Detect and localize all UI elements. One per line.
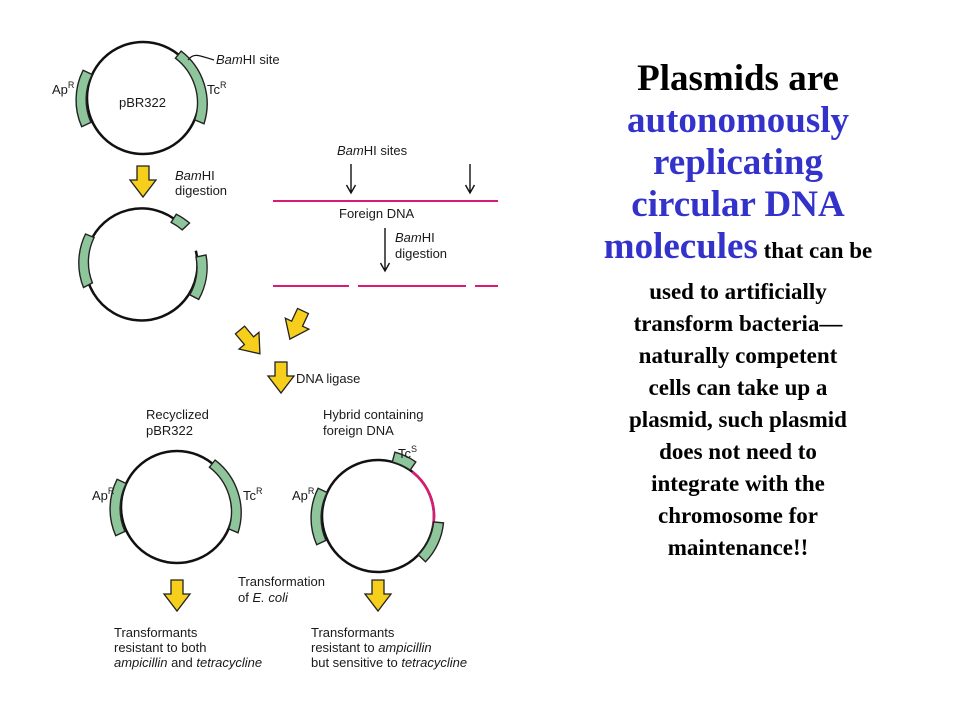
- heading-line-4: circular DNA: [631, 184, 845, 225]
- body-line-7: integrate with the: [651, 471, 825, 496]
- bamhi-site-leader: [187, 54, 215, 61]
- recyclized-tc-marker: [208, 459, 242, 534]
- foreign-digestion-label: BamHI: [395, 230, 435, 245]
- recyclized-label-2: pBR322: [146, 423, 193, 438]
- hybrid-label-1: Hybrid containing: [323, 407, 423, 422]
- foreign-digestion-arrow: [379, 228, 391, 273]
- transformation-arrow-right: [364, 579, 392, 612]
- hybrid-foreign-insert: [411, 470, 436, 527]
- transformation-arrow-left: [163, 579, 191, 612]
- foreign-dna-panel: BamHI sites Foreign DNA BamHI digestion: [273, 143, 498, 287]
- recyclized-ap-marker: [109, 478, 128, 537]
- result-right-line-2: resistant to ampicillin: [311, 640, 432, 655]
- plasmid-cloning-diagram: pBR322 ApR TcR BamHI site BamHI digestio…: [52, 40, 498, 670]
- foreign-digestion-label-2: digestion: [395, 246, 447, 261]
- foreign-dna-label: Foreign DNA: [339, 206, 414, 221]
- heading-line-5: molecules that can be: [532, 226, 944, 276]
- body-line-2: transform bacteria—: [633, 311, 843, 336]
- transformation-label-2: of E. coli: [238, 590, 289, 605]
- body-line-1: used to artificially: [649, 279, 827, 304]
- hybrid-tc-marker-b: [417, 521, 445, 563]
- hybrid-ap-marker: [310, 487, 329, 546]
- pbr322-plasmid: pBR322 ApR TcR BamHI site: [52, 40, 280, 156]
- pbr322-tc-label: TcR: [207, 80, 227, 97]
- explanation-text: Plasmids are autonomously replicating ci…: [532, 58, 944, 564]
- hybrid-plasmid: Hybrid containing foreign DNA ApR TcS: [292, 407, 445, 574]
- hybrid-tc-label: TcS: [398, 444, 417, 461]
- hybrid-label-2: foreign DNA: [323, 423, 394, 438]
- body-line-3: naturally competent: [638, 343, 838, 368]
- dna-ligase-label: DNA ligase: [296, 371, 360, 386]
- merge-arrow-right: [277, 304, 316, 346]
- heading-line-2: autonomously: [626, 100, 850, 141]
- digestion-arrow-plasmid: [129, 165, 157, 198]
- pbr322-ap-label: ApR: [52, 80, 75, 97]
- transformation-label-1: Transformation: [238, 574, 325, 589]
- result-right-line-1: Transformants: [311, 625, 395, 640]
- result-left-line-1: Transformants: [114, 625, 198, 640]
- recyclized-ap-label: ApR: [92, 486, 115, 503]
- heading-line-5-large: molecules: [603, 226, 758, 267]
- bamhi-site-arrow-right: [464, 164, 476, 195]
- body-line-9: maintenance!!: [667, 535, 809, 560]
- result-left-line-2: resistant to both: [114, 640, 207, 655]
- linearized-backbone: [84, 207, 199, 322]
- body-line-6: does not need to: [659, 439, 817, 464]
- ligase-arrow: [267, 361, 295, 394]
- plasmid-digestion-label-2: digestion: [175, 183, 227, 198]
- hybrid-ap-label: ApR: [292, 486, 315, 503]
- bamhi-site-arrow-left: [345, 164, 357, 195]
- bamhi-sites-label: BamHI sites: [337, 143, 408, 158]
- hybrid-tc-marker-a: [391, 451, 417, 472]
- body-line-5: plasmid, such plasmid: [629, 407, 847, 432]
- pbr322-tc-marker: [174, 50, 208, 125]
- result-left: Transformants resistant to both ampicill…: [114, 625, 262, 670]
- body-line-4: cells can take up a: [648, 375, 828, 400]
- bamhi-site-label: BamHI site: [216, 52, 280, 67]
- linearized-ap-marker: [78, 233, 96, 289]
- linearized-plasmid: [78, 207, 208, 322]
- recyclized-tc-label: TcR: [243, 486, 263, 503]
- body-line-8: chromosome for: [658, 503, 818, 528]
- recyclized-plasmid: Recyclized pBR322 ApR TcR: [92, 407, 263, 565]
- result-right-line-3: but sensitive to tetracycline: [311, 655, 467, 670]
- pbr322-label: pBR322: [119, 95, 166, 110]
- linearized-tc-marker-a: [170, 213, 191, 231]
- heading-line-3: replicating: [653, 142, 823, 183]
- result-right: Transformants resistant to ampicillin bu…: [311, 625, 467, 670]
- heading-line-5-small: that can be: [757, 238, 873, 263]
- merge-arrow-left: [229, 320, 271, 363]
- heading-line-1: Plasmids are: [637, 58, 839, 99]
- linearized-tc-marker-b: [188, 254, 208, 301]
- result-left-line-3: ampicillin and tetracycline: [114, 655, 262, 670]
- recyclized-label-1: Recyclized: [146, 407, 209, 422]
- plasmid-digestion-label: BamHI: [175, 168, 215, 183]
- pbr322-ap-marker: [75, 69, 94, 128]
